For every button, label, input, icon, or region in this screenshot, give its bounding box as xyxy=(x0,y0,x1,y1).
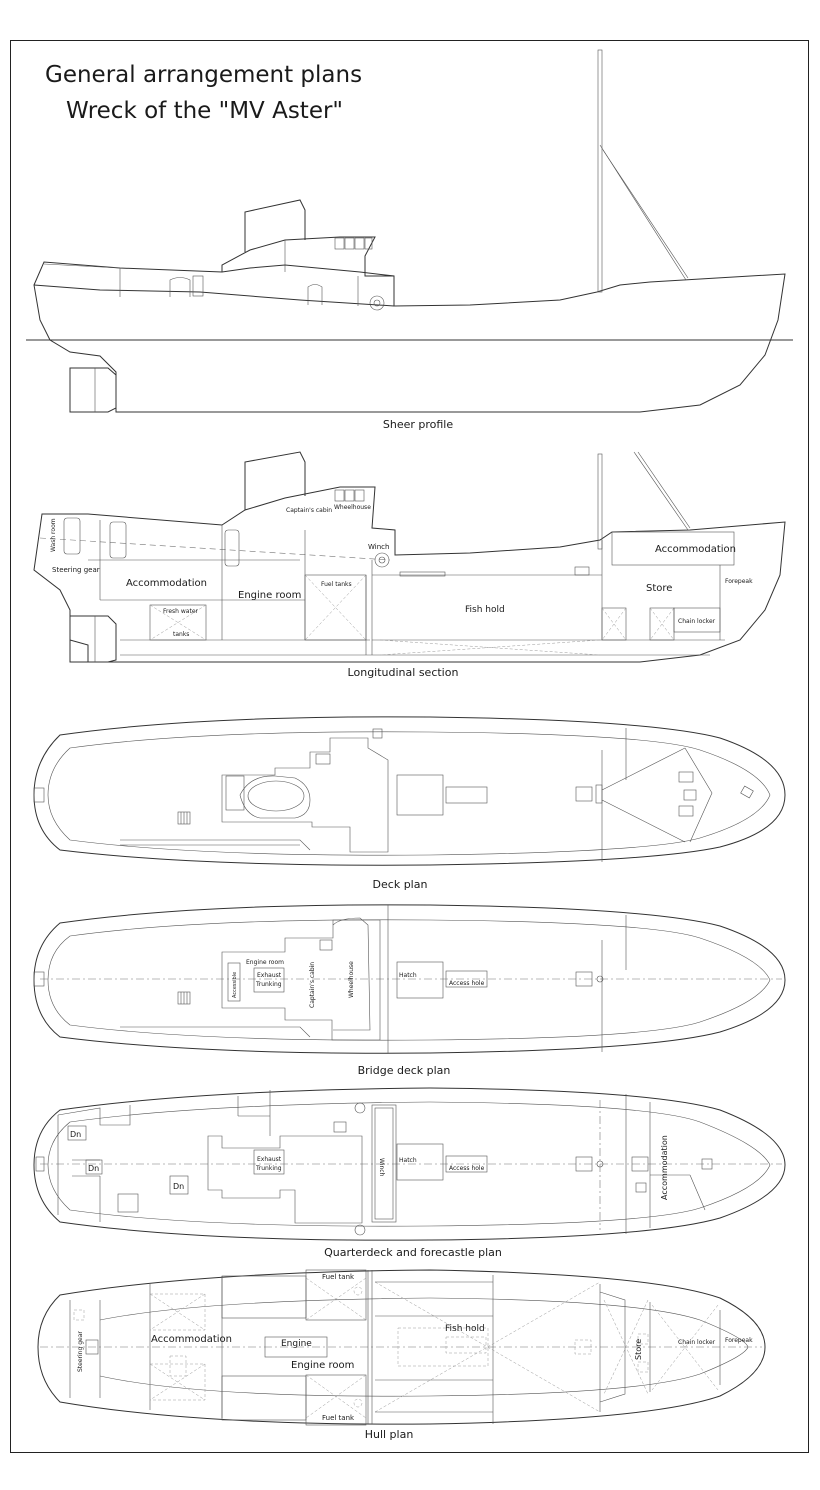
caption-deck-plan: Deck plan xyxy=(372,878,428,891)
label-quarter-dn-2: Dn xyxy=(88,1164,99,1173)
label-engine-room: Engine room xyxy=(238,590,301,601)
section-hull xyxy=(33,486,786,663)
quarter-hull-outline xyxy=(33,1087,786,1241)
label-fuel-tanks: Fuel tanks xyxy=(321,581,352,588)
label-accommodation-aft: Accommodation xyxy=(126,578,207,589)
bridge-hull-outline xyxy=(33,904,786,1054)
label-fresh-water: Fresh water xyxy=(163,608,199,615)
label-hull-forepeak: Forepeak xyxy=(725,1337,753,1344)
label-forepeak: Forepeak xyxy=(725,578,753,585)
label-hull-engine: Engine xyxy=(281,1339,312,1349)
label-quarter-access-hole: Access hole xyxy=(449,1165,485,1172)
label-bridge-trunking: Trunking xyxy=(255,981,282,988)
label-tanks: tanks xyxy=(173,631,189,638)
label-bridge-hatch: Hatch xyxy=(399,972,417,979)
label-store: Store xyxy=(646,583,672,594)
label-hull-engine-room: Engine room xyxy=(291,1360,354,1371)
hull-outline xyxy=(33,261,786,413)
label-bridge-access-hole: Access hole xyxy=(449,980,485,987)
label-hull-chain-locker: Chain locker xyxy=(678,1339,716,1346)
caption-hull-plan: Hull plan xyxy=(364,1428,414,1441)
label-hull-store: Store xyxy=(634,1339,643,1360)
label-wheelhouse: Wheelhouse xyxy=(334,504,371,511)
quarterdeck-forecastle-plan: Dn Dn Dn Exhaust Trunking Winch Hatch Ac… xyxy=(33,1087,786,1241)
caption-bridge-deck-plan: Bridge deck plan xyxy=(357,1064,451,1077)
caption-quarterdeck-forecastle-plan: Quarterdeck and forecastle plan xyxy=(324,1246,502,1259)
label-quarter-dn-3: Dn xyxy=(173,1182,184,1191)
label-quarter-dn-1: Dn xyxy=(70,1130,81,1139)
label-steering-gear: Steering gear xyxy=(52,566,100,574)
deck-hull-outline xyxy=(33,716,786,866)
label-quarter-accommodation: Accommodation xyxy=(660,1135,669,1200)
label-hull-accommodation: Accommodation xyxy=(151,1334,232,1345)
hull-plan: Steering gear Accommodation Engine Engin… xyxy=(37,1269,766,1426)
longitudinal-section: Wash room Steering gear Accommodation Fr… xyxy=(33,451,786,663)
label-quarter-winch: Winch xyxy=(378,1158,385,1177)
label-bridge-wheelhouse: Wheelhouse xyxy=(348,961,355,998)
bridge-deck-plan: Engine room Accessible Exhaust Trunking … xyxy=(33,904,786,1054)
title-line-2: Wreck of the "MV Aster" xyxy=(66,98,344,124)
deck-plan xyxy=(33,716,786,866)
hull-plan-outline xyxy=(37,1269,766,1425)
label-fish-hold: Fish hold xyxy=(465,605,505,615)
label-accommodation-fwd: Accommodation xyxy=(655,544,736,555)
label-hull-fish-hold: Fish hold xyxy=(445,1324,485,1334)
sheer-profile xyxy=(26,49,793,413)
caption-sheer-profile: Sheer profile xyxy=(382,418,454,431)
label-hull-fuel-tank-bottom: Fuel tank xyxy=(322,1414,355,1422)
drawing-frame xyxy=(10,40,809,1453)
label-chain-locker: Chain locker xyxy=(678,618,716,625)
label-quarter-hatch: Hatch xyxy=(399,1157,417,1164)
label-hull-steering-gear: Steering gear xyxy=(77,1331,84,1372)
label-hull-fuel-tank-top: Fuel tank xyxy=(322,1273,355,1281)
label-wash-room: Wash room xyxy=(50,518,57,552)
title-line-1: General arrangement plans xyxy=(45,62,363,88)
label-winch: Winch xyxy=(368,543,389,551)
label-bridge-accessible: Accessible xyxy=(232,972,238,998)
label-bridge-exhaust: Exhaust xyxy=(257,972,282,979)
label-quarter-trunking: Trunking xyxy=(255,1165,282,1172)
label-bridge-engine-room: Engine room xyxy=(246,959,284,966)
caption-longitudinal-section: Longitudinal section xyxy=(347,666,459,679)
label-bridge-captains-cabin: Captain's cabin xyxy=(309,962,316,1008)
label-captains-cabin: Captain's cabin xyxy=(286,507,332,514)
label-quarter-exhaust: Exhaust xyxy=(257,1156,282,1163)
